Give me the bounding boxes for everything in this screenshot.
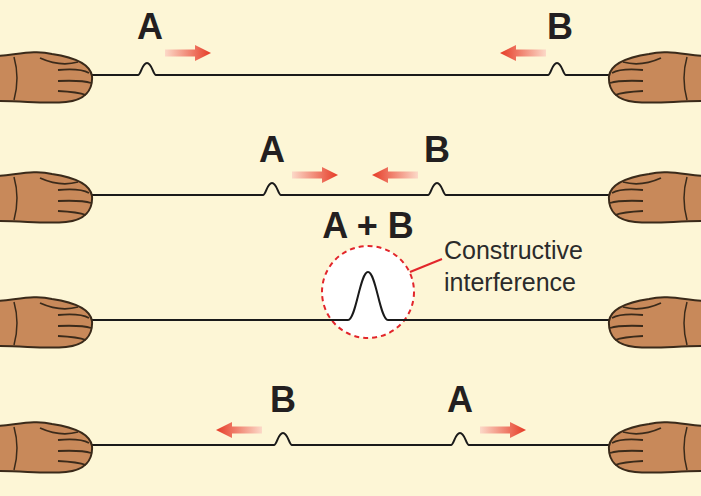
hand — [609, 52, 701, 102]
pulse-label: B — [270, 382, 296, 418]
hand — [609, 172, 701, 222]
hand — [0, 297, 92, 347]
motion-arrow — [480, 422, 526, 438]
motion-arrow — [372, 167, 418, 183]
pulse-label: A — [447, 382, 473, 418]
pulse-label: B — [424, 132, 450, 168]
hand — [0, 172, 92, 222]
pulse-label: B — [547, 9, 573, 45]
motion-arrow — [165, 45, 211, 61]
annotation: Constructive interference — [444, 234, 624, 298]
sum-label: A + B — [322, 208, 414, 244]
motion-arrow — [292, 167, 338, 183]
highlight-circle — [322, 246, 414, 338]
motion-arrow — [500, 45, 546, 61]
rope — [88, 63, 614, 75]
rope — [88, 433, 614, 445]
hand — [609, 422, 701, 472]
pulse-label: A — [259, 132, 285, 168]
hand — [0, 52, 92, 102]
motion-arrow — [216, 422, 262, 438]
hand — [0, 422, 92, 472]
leader-line — [410, 259, 442, 272]
pulse-label: A — [137, 9, 163, 45]
rope — [88, 183, 614, 195]
hand — [609, 297, 701, 347]
